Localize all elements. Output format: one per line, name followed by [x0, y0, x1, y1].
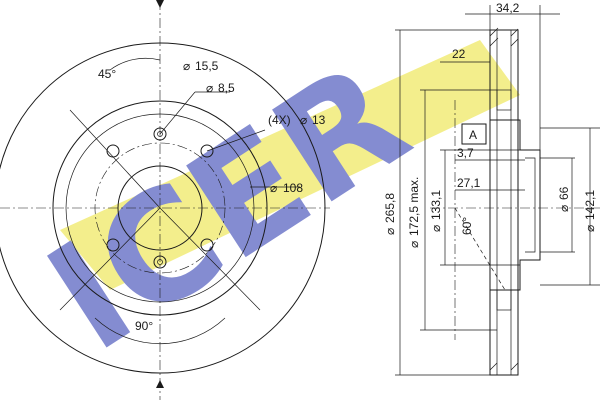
label-dia-133-1: 133,1 — [429, 190, 443, 220]
hat-section — [490, 119, 541, 291]
bolt-hole-bottom-right — [200, 238, 214, 252]
angle-45-leader — [69, 109, 161, 209]
diameter-symbol-172-5: ⌀ — [407, 241, 421, 248]
watermark-yellow-band — [60, 40, 520, 290]
diameter-symbol-15-5: ⌀ — [183, 59, 190, 73]
disc-ring-outline — [489, 29, 519, 376]
label-dia-13: 13 — [312, 113, 326, 127]
label-offset-3-7: 3,7 — [457, 146, 474, 160]
section-arrow-bottom — [156, 380, 164, 388]
label-dia-172-5: 172,5 max. — [407, 177, 421, 236]
bolt-hole-top — [153, 127, 167, 141]
leader-15-5 — [159, 91, 196, 135]
label-angle-45: 45° — [98, 67, 116, 81]
bolt-hole-top-right — [200, 144, 214, 158]
label-dia-15-5: 15,5 — [195, 59, 219, 73]
hat-profile — [490, 119, 541, 291]
label-dia-8-5: 8,5 — [218, 81, 235, 95]
datum-a-box — [461, 123, 487, 145]
disc-outer-edge — [0, 42, 326, 374]
diameter-symbol-265-8: ⌀ — [383, 228, 397, 235]
hatch-3 — [510, 28, 519, 37]
front-view: 45° ⌀ 15,5 ⌀ 8,5 (4X) ⌀ 13 ⌀ 108 90° — [0, 0, 330, 400]
bolt-hole-top-left — [106, 144, 120, 158]
hatch-6 — [510, 362, 519, 371]
angle-90-leader-right — [159, 207, 261, 311]
leader-13 — [206, 129, 266, 152]
pin-hole-top — [157, 131, 163, 137]
angle-45-arc — [109, 57, 161, 71]
vent-bottom — [496, 289, 512, 311]
label-angle-60: 60° — [460, 217, 474, 235]
label-bolt-holes-count: (4X) — [268, 113, 291, 127]
section-view: A 34,2 22 3,7 27,1 ⌀ 265,8 ⌀ 172,5 max. … — [383, 1, 600, 376]
diameter-symbol-108: ⌀ — [270, 181, 277, 195]
angle-90-arc — [94, 317, 226, 345]
hatch-1 — [489, 27, 499, 37]
label-width-34-2: 34,2 — [496, 1, 520, 15]
hatch-4 — [510, 38, 519, 47]
friction-ring-section — [489, 27, 519, 376]
bolt-hole-bottom — [153, 255, 167, 269]
section-arrow-top — [156, 0, 164, 8]
label-dia-66: 66 — [557, 186, 571, 200]
pin-hole-bottom — [157, 259, 163, 265]
vent-top — [496, 89, 512, 111]
bolt-holes — [106, 127, 214, 269]
friction-ring-inner-edge — [52, 100, 268, 316]
label-dia-265-8: 265,8 — [383, 193, 397, 223]
diameter-symbol-66: ⌀ — [557, 205, 571, 212]
hat-inner-profile — [525, 157, 536, 253]
bolt-hole-bottom-left — [106, 238, 120, 252]
hatch-5 — [489, 362, 498, 371]
hat-outer-edge — [65, 113, 255, 303]
diameter-symbol-142-1: ⌀ — [583, 225, 597, 232]
angle-90-leader-left — [59, 207, 161, 311]
bolt-circle — [94, 142, 226, 274]
label-depth-27-1: 27,1 — [457, 176, 481, 190]
diameter-symbol-133-1: ⌀ — [429, 225, 443, 232]
diameter-symbol-13: ⌀ — [300, 113, 307, 127]
label-dia-108: 108 — [283, 181, 303, 195]
hatch-2 — [489, 37, 499, 47]
label-width-22: 22 — [452, 47, 466, 61]
hub-bore — [117, 165, 203, 251]
label-dia-142-1: 142,1 — [583, 190, 597, 220]
diameter-symbol-8-5: ⌀ — [206, 81, 213, 95]
label-datum-a: A — [469, 128, 477, 142]
angle-60-leader — [454, 207, 506, 291]
label-angle-90: 90° — [135, 319, 153, 333]
